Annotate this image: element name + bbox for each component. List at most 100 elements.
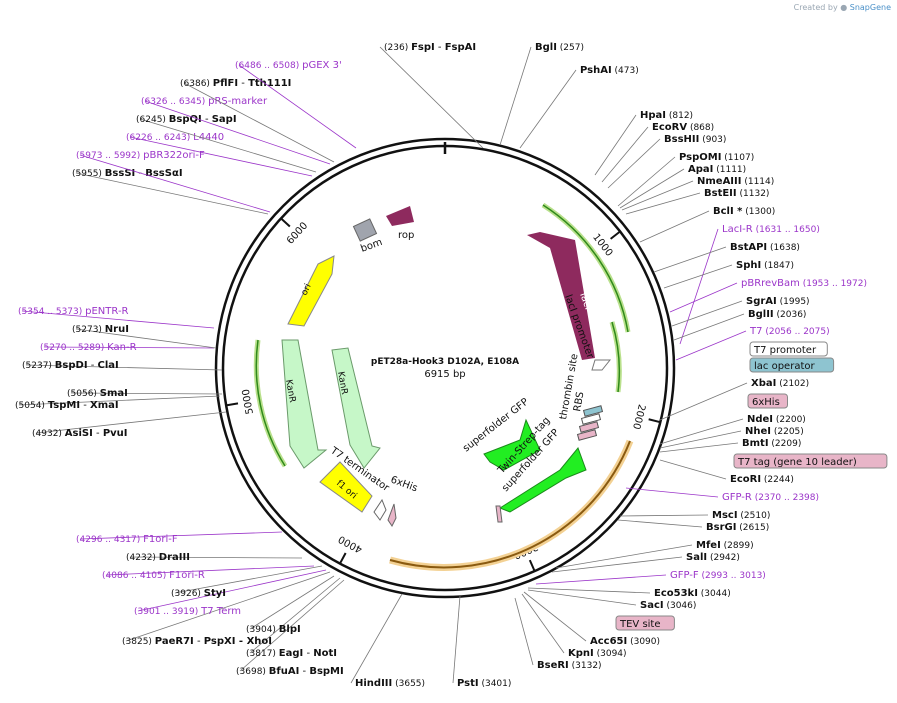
primer-label: T7 (2056 .. 2075) [749, 326, 830, 337]
primer-label: (6226 .. 6243) L4440 [126, 132, 224, 143]
site-label-leader [617, 519, 703, 528]
feature-box [749, 357, 835, 373]
credit-brand: SnapGene [849, 3, 891, 12]
site-label-leader [75, 172, 269, 215]
site-label-group: BclI * (1300) [639, 206, 775, 243]
mcs-boxes [576, 405, 604, 441]
site-label-group: (4932) AsiSI - PvuI [32, 411, 227, 439]
primer-label: (4296 .. 4317) F1ori-F [76, 534, 178, 545]
site-label-leader [659, 459, 727, 480]
feature-label-rop: rop [398, 230, 414, 241]
site-label-leader [514, 597, 534, 666]
site-label-leader [639, 210, 710, 243]
site-label-group: Eco53kI (3044) [527, 587, 731, 599]
site-label-leader [521, 593, 565, 654]
lacI-outer-arc-line [542, 204, 629, 333]
tev-box [495, 505, 503, 523]
site-label-group: (4296 .. 4317) F1ori-F [76, 531, 283, 545]
tick-label: 2000 [630, 403, 647, 430]
t7-terminator-arrow [373, 498, 387, 521]
tick-mark [339, 552, 347, 565]
primer-label: (5270 .. 5289) Kan-R [40, 342, 137, 353]
site-label-leader [659, 418, 744, 445]
site-label-group: (3825) PaeR7I - PspXI - XhoI [122, 571, 331, 647]
site-label-group: (236) FspI - FspAI [379, 42, 484, 149]
enzyme-label: BstEII (1132) [704, 188, 769, 199]
site-label-group: (3901 .. 3919) T7 Term [134, 569, 327, 617]
site-label-group: pBRrevBam (1953 .. 1972) [669, 278, 867, 313]
enzyme-label: Acc65I (3090) [590, 636, 660, 647]
feature-box-label: lac operator [754, 361, 815, 372]
site-label-group: (4086 .. 4105) F1ori-R [102, 565, 315, 581]
site-label-group: (5054) TspMI - XmaI [15, 395, 221, 411]
tick-label: 4000 [337, 533, 365, 555]
site-label-leader [499, 46, 532, 146]
site-label-leader [137, 569, 327, 612]
site-label-leader [659, 382, 748, 421]
feature-box-label: T7 promoter [753, 345, 817, 356]
site-label-leader [619, 514, 709, 517]
site-label-leader [139, 118, 317, 173]
f1-ori-arrow [319, 461, 373, 513]
enzyme-label: BglI (257) [535, 42, 584, 53]
enzyme-label: HindIII (3655) [355, 678, 425, 689]
enzyme-label: NmeAIII (1114) [697, 176, 774, 187]
tick-mark [280, 217, 291, 228]
enzyme-label: KpnI (3094) [568, 648, 627, 659]
tick-mark [610, 230, 621, 240]
site-label-group: (5056) SmaI [67, 388, 223, 399]
site-label-group: (6245) BspQI - SapI [136, 114, 317, 173]
enzyme-label: BglII (2036) [748, 309, 806, 320]
primer-label: GFP-F (2993 .. 3013) [670, 570, 766, 581]
feature-label-kanr-outer: KanR [283, 379, 297, 404]
site-label-group: (6326 .. 6345) pRS-marker [141, 96, 331, 165]
feature-box [749, 341, 828, 357]
site-label-leader [144, 100, 331, 165]
sfgfp-arrow-1 [483, 418, 541, 471]
feature-box-label: 6xHis [752, 397, 780, 408]
primer-label: (4086 .. 4105) F1ori-R [102, 570, 205, 581]
feature-box [615, 615, 675, 631]
enzyme-label: BmtI (2209) [742, 438, 801, 449]
enzyme-label: (4932) AsiSI - PvuI [32, 428, 128, 439]
bom-box [352, 218, 378, 242]
site-label-group: (5973 .. 5992) pBR322ori-F [76, 150, 271, 213]
site-label-leader [675, 330, 747, 361]
enzyme-label: (5955) BssSI - BssSαI [72, 168, 183, 179]
site-label-group: HpaI (812) [594, 110, 693, 176]
site-label-leader [70, 392, 223, 395]
enzyme-label: SacI (3046) [640, 600, 696, 611]
enzyme-label: NdeI (2200) [747, 414, 806, 425]
site-label-leader [18, 395, 221, 406]
enzyme-label: (5273) NruI [72, 324, 129, 335]
site-label-group: GFP-R (2370 .. 2398) [625, 487, 819, 503]
site-label-group: BglII (2036) [673, 309, 806, 341]
site-label-group: Acc65I (3090) [523, 591, 660, 647]
site-label-group: GFP-F (2993 .. 3013) [535, 570, 766, 585]
site-label-leader [125, 571, 331, 642]
site-label-group: BssHII (903) [607, 134, 726, 189]
site-label-leader [659, 430, 742, 449]
site-label-group: (3817) EagI - NotI [246, 577, 341, 659]
enzyme-label: (5056) SmaI [67, 388, 128, 399]
site-label-leader [379, 46, 484, 149]
site-label-group: T7 (2056 .. 2075) [675, 326, 830, 361]
snapgene-logo-icon: ● [840, 3, 848, 12]
site-label-leader [607, 138, 661, 189]
site-label-leader [35, 411, 227, 434]
site-label-group: lac operator [749, 357, 835, 373]
site-label-leader [625, 487, 719, 498]
site-label-group: (6486 .. 6508) pGEX 3' [235, 60, 357, 149]
site-label-leader [601, 126, 649, 183]
site-label-group: (5270 .. 5289) Kan-R [40, 342, 215, 353]
site-label-group: T7 promoter [749, 341, 828, 357]
site-label-leader [527, 589, 637, 606]
feature-arcs [253, 202, 634, 571]
site-label-leader [669, 282, 738, 313]
site-label-group: BglI (257) [499, 42, 584, 146]
feature-box-label: T7 tag (gene 10 leader) [737, 457, 857, 468]
primer-label: (3901 .. 3919) T7 Term [134, 606, 241, 617]
site-label-leader [43, 346, 215, 349]
enzyme-label: (3904) BlpI [246, 624, 301, 635]
